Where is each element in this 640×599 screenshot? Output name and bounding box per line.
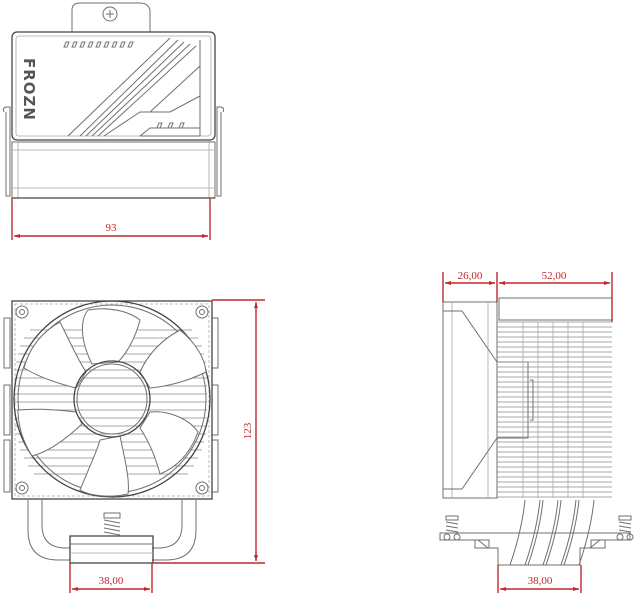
small-slots <box>156 122 185 129</box>
screw-icon <box>102 6 118 22</box>
side-view: 26,00 52,00 38,00 <box>439 270 634 593</box>
svg-text:52,00: 52,00 <box>542 270 567 282</box>
svg-text:26,00: 26,00 <box>458 270 483 282</box>
dimension-heatsink-depth: 52,00 <box>499 270 613 322</box>
dimension-width-93: 93 <box>11 198 211 240</box>
dimension-base-front: 38,00 <box>69 563 153 593</box>
spring-screw-icon <box>103 512 121 536</box>
top-view: FROZN 93 <box>2 2 225 240</box>
mounting-bracket-side <box>439 532 631 566</box>
fan-ring <box>13 300 211 498</box>
spring-icons <box>443 515 634 541</box>
brand-logo: FROZN <box>20 58 38 121</box>
svg-text:38,00: 38,00 <box>528 575 553 587</box>
dimension-fan-depth: 26,00 <box>442 270 498 302</box>
cold-plate-front <box>69 535 154 564</box>
fan-hub <box>73 360 151 438</box>
top-cover <box>11 31 216 141</box>
svg-text:38,00: 38,00 <box>99 575 124 587</box>
svg-text:93: 93 <box>106 222 118 234</box>
fan-side <box>442 301 498 499</box>
svg-text:123: 123 <box>242 422 254 439</box>
top-bracket <box>71 2 151 32</box>
heatsink-fins-side <box>497 321 612 498</box>
front-view: 123 38,00 <box>3 299 265 593</box>
corner-screw-icons <box>15 305 209 495</box>
vent-slots <box>63 41 134 48</box>
heatpipes-front <box>27 500 197 561</box>
heatpipes-side <box>509 499 595 566</box>
dimension-base-side: 38,00 <box>497 565 582 593</box>
dimension-height-123: 123 <box>153 299 265 564</box>
top-cover-side <box>498 297 613 321</box>
fan-blades <box>17 308 207 497</box>
diagonal-stripes <box>67 37 201 137</box>
